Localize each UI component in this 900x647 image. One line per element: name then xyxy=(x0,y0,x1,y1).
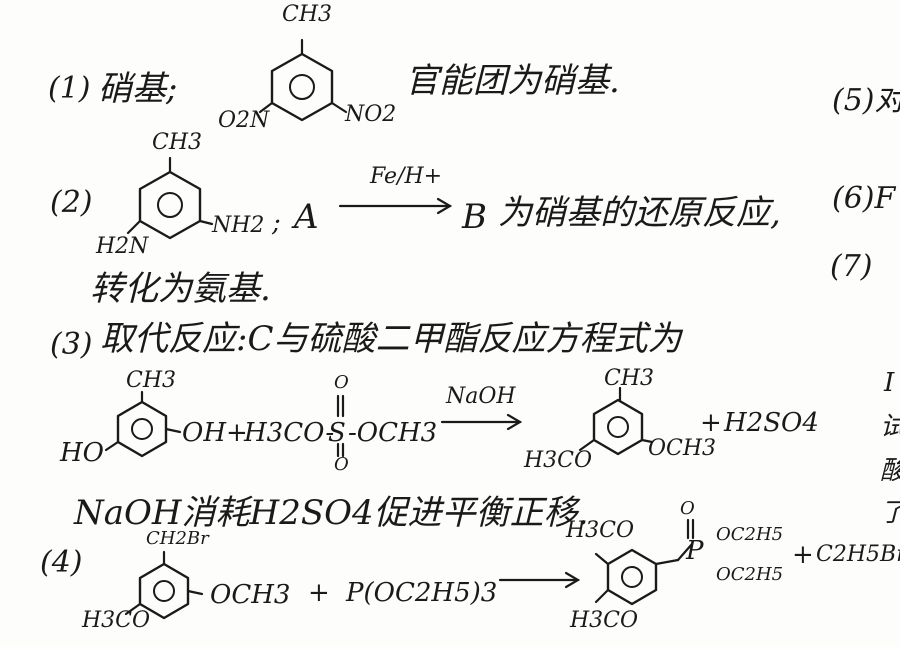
item3-reagent-o-bottom: O xyxy=(334,454,349,475)
item4-product-p: P xyxy=(686,536,704,566)
item2-reaction-arrow xyxy=(338,197,453,215)
item3-condition: NaOH xyxy=(446,384,516,409)
item2-ch3: CH3 xyxy=(152,130,203,155)
item2-label: (2) xyxy=(50,185,93,220)
item4-product-top: H3CO xyxy=(566,518,635,543)
item4-plus-1: + xyxy=(308,578,330,608)
edge-char-1: I xyxy=(884,368,895,398)
item3-reaction-arrow xyxy=(440,413,523,431)
item2-product-b: B xyxy=(462,197,487,237)
item4-byproduct: C2H5Br xyxy=(816,542,900,567)
item3-product-benzene-ring xyxy=(578,386,654,456)
item4-po-double-bond xyxy=(686,518,695,540)
item4-reagent: P(OC2H5)3 xyxy=(346,578,498,608)
item2-reactant-a: A xyxy=(294,197,319,237)
item3-product-ch3: CH3 xyxy=(604,366,655,391)
item3-product-right: OCH3 xyxy=(648,436,717,461)
item3-plus-2: + xyxy=(700,408,722,438)
item2-separator: ; xyxy=(272,208,281,238)
item6-label: (6)F xyxy=(832,181,896,216)
item3-text: 取代反应:C与硫酸二甲酯反应方程式为 xyxy=(100,319,682,359)
item3-label: (3) xyxy=(50,327,93,362)
item3-reagent-right: -OCH3 xyxy=(348,418,438,448)
edge-char-4: 了 xyxy=(880,500,900,526)
item1-label: (1) xyxy=(48,71,91,106)
item4-plus-2: + xyxy=(792,540,814,570)
item3-product-left: H3CO xyxy=(524,448,593,473)
item7-label: (7) xyxy=(830,249,873,284)
item3-byproduct: H2SO4 xyxy=(724,408,819,438)
item1-right-group: NO2 xyxy=(345,102,397,127)
item3-reactant-left: HO xyxy=(60,438,104,468)
item4-reactant-ch2br: CH2Br xyxy=(146,528,209,549)
item5-label: (5)对 xyxy=(832,83,900,118)
item4-product-oet-2: OC2H5 xyxy=(716,564,784,585)
item2-note-continued: 转化为氨基. xyxy=(90,269,271,309)
item4-reactant-benzene-ring xyxy=(124,550,204,620)
item4-product-oet-1: OC2H5 xyxy=(716,524,784,545)
item3-reactant-right: OH xyxy=(182,418,226,448)
item1-ch3: CH3 xyxy=(282,2,333,27)
item1-answer: 硝基; xyxy=(98,69,178,109)
item3-plus-1: + xyxy=(226,418,248,448)
item1-benzene-ring xyxy=(258,38,348,122)
item3-reactant-ch3: CH3 xyxy=(126,368,177,393)
edge-char-2: 试 xyxy=(880,414,900,440)
item2-left-group: H2N xyxy=(96,234,149,259)
item3-so-double-bonds xyxy=(336,394,345,458)
item3-reagent-o-top: O xyxy=(334,372,349,393)
item4-product-benzene-ring xyxy=(594,542,694,606)
item3-note: NaOH消耗H2SO4促进平衡正移. xyxy=(74,493,589,533)
item4-reaction-arrow xyxy=(498,571,581,589)
item4-product-bottom: H3CO xyxy=(570,608,639,633)
item4-reactant-left: H3CO xyxy=(82,608,151,633)
item2-benzene-ring xyxy=(126,156,214,240)
item1-left-group: O2N xyxy=(218,108,270,133)
item4-label: (4) xyxy=(40,545,83,580)
item3-reactant-benzene-ring xyxy=(104,390,182,458)
item4-product-o: O xyxy=(680,498,695,519)
item3-reagent-s: S xyxy=(328,418,346,448)
item2-note: 为硝基的还原反应, xyxy=(498,193,781,233)
item1-note: 官能团为硝基. xyxy=(405,61,620,101)
edge-char-3: 酸 xyxy=(880,458,900,484)
item2-right-group: NH2 xyxy=(212,213,265,238)
item2-reagent: Fe/H+ xyxy=(370,164,443,189)
item3-reagent-left: H3CO- xyxy=(244,418,335,448)
item4-reactant-right: OCH3 xyxy=(210,580,291,610)
